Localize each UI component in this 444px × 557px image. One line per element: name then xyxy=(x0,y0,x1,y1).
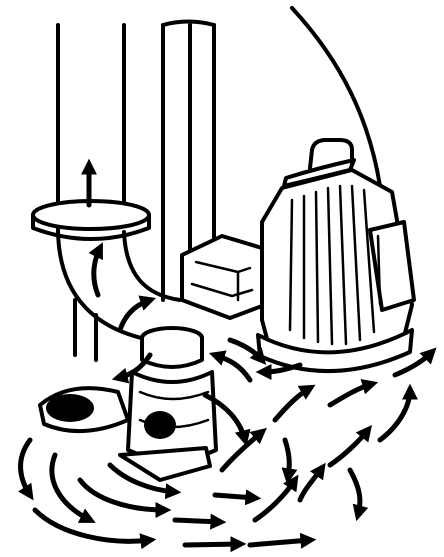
discharge-pipe-icon xyxy=(33,25,180,360)
pump-motor-icon xyxy=(258,140,414,371)
inlet-icon xyxy=(40,328,216,480)
coupling-bracket xyxy=(182,236,262,318)
